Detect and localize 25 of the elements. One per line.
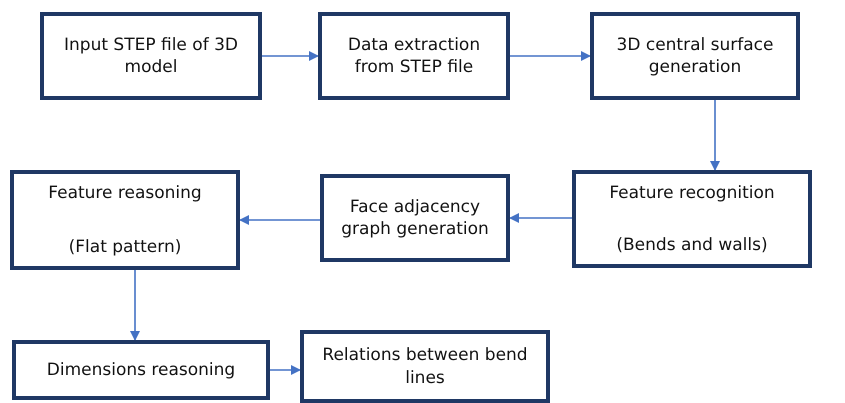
- box-text: Feature recognition: [609, 182, 775, 204]
- process-box: [40, 12, 262, 100]
- arrow: [270, 365, 301, 375]
- arrow: [239, 215, 320, 225]
- process-box: [572, 170, 812, 268]
- process-box: [10, 170, 240, 270]
- box-text: (Bends and walls): [616, 234, 768, 256]
- box-text: Dimensions reasoning: [46, 358, 236, 382]
- box-text: Face adjacency graph generation: [340, 196, 490, 240]
- process-box: [300, 330, 550, 403]
- arrow: [710, 100, 720, 171]
- arrow: [262, 51, 319, 61]
- process-box: [12, 340, 270, 400]
- process-box: [320, 174, 510, 262]
- arrow: [509, 213, 572, 223]
- box-text: Data extraction from STEP file: [346, 34, 482, 78]
- box-text: 3D central surface generation: [616, 34, 774, 78]
- process-box: [590, 12, 800, 100]
- box-text: Relations between bend lines: [321, 344, 529, 389]
- box-text: Input STEP file of 3D model: [63, 34, 239, 78]
- box-text: (Flat pattern): [68, 236, 182, 258]
- arrow: [510, 51, 591, 61]
- process-box: [318, 12, 510, 100]
- arrow: [130, 270, 140, 341]
- box-text: Feature reasoning: [48, 182, 202, 204]
